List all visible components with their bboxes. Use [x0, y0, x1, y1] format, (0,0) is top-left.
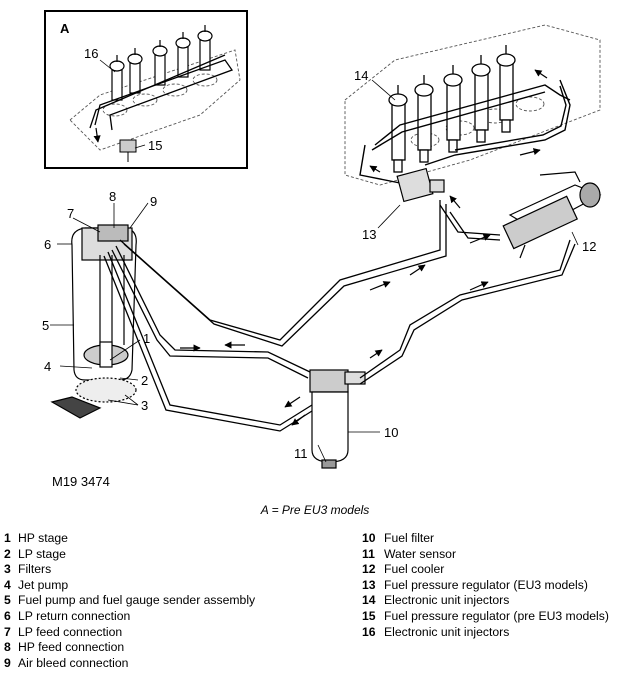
- legend-text: Fuel pressure regulator (EU3 models): [384, 577, 588, 592]
- legend-item: 12 Fuel cooler: [362, 562, 609, 578]
- callout-7: 7: [67, 206, 74, 221]
- legend-text: Fuel pump and fuel gauge sender assembly: [18, 593, 256, 608]
- fuel-lines: [103, 200, 576, 432]
- legend-item: 4 Jet pump: [4, 578, 255, 594]
- legend-num: 14: [362, 593, 376, 608]
- callout-2: 2: [141, 373, 148, 388]
- legend-item: 11 Water sensor: [362, 547, 609, 563]
- legend-left: 1 HP stage 2 LP stage 3 Filters 4 Jet pump 5…: [4, 531, 255, 671]
- legend-num: 2: [4, 546, 11, 561]
- inset-regulator: [119, 139, 137, 162]
- legend-text: Electronic unit injectors: [384, 593, 510, 608]
- legend-num: 16: [362, 624, 376, 639]
- legend-item: 9 Air bleed connection: [4, 656, 255, 672]
- inset-cylinder-head: [69, 49, 241, 151]
- callout-16: 16: [84, 46, 98, 61]
- inset-fuel-rail: [89, 54, 234, 131]
- callout-8: 8: [109, 189, 116, 204]
- figure-ref: M19 3474: [52, 474, 110, 489]
- fuel-filter: [309, 369, 366, 469]
- legend-num: 15: [362, 608, 376, 623]
- legend-num: 13: [362, 577, 376, 592]
- callout-4: 4: [44, 359, 51, 374]
- legend-num: 11: [362, 546, 375, 561]
- legend-item: 14 Electronic unit injectors: [362, 593, 609, 609]
- inset-injectors: [109, 25, 213, 101]
- legend-text: Filters: [18, 562, 52, 577]
- legend-text: Air bleed connection: [18, 655, 129, 670]
- callout-1: 1: [143, 331, 150, 346]
- legend-num: 4: [4, 577, 11, 592]
- legend-item: 13 Fuel pressure regulator (EU3 models): [362, 578, 609, 594]
- callout-12: 12: [582, 239, 596, 254]
- legend-num: 6: [4, 608, 11, 623]
- callout-10: 10: [384, 425, 398, 440]
- callout-11: 11: [294, 446, 308, 461]
- fuel-pump-assembly: [50, 224, 137, 419]
- callout-13: 13: [362, 227, 376, 242]
- callout-labels: 16 15 14 13 12 10 11 6 7 8 9 5 1 4 2 3 M…: [42, 46, 596, 489]
- injectors-main: [388, 45, 516, 173]
- inset-title: A: [60, 21, 70, 36]
- engine-head: [344, 24, 601, 203]
- legend-text: LP feed connection: [18, 624, 123, 639]
- legend-text: Water sensor: [384, 546, 457, 561]
- legend-num: 5: [4, 593, 11, 608]
- fuel-cooler: [502, 171, 602, 259]
- legend-item: 15 Fuel pressure regulator (pre EU3 model…: [362, 609, 609, 625]
- legend-item: 10 Fuel filter: [362, 531, 609, 547]
- legend-num: 8: [4, 640, 11, 655]
- inset-frame: [44, 10, 248, 169]
- callout-9: 9: [150, 194, 157, 209]
- legend-text: LP stage: [18, 546, 66, 561]
- legend-text: HP stage: [18, 531, 68, 545]
- legend-num: 7: [4, 624, 11, 639]
- inset-pre-eu3: A: [44, 10, 248, 169]
- callout-6: 6: [44, 237, 51, 252]
- legend-text: HP feed connection: [18, 640, 125, 655]
- legend-item: 3 Filters: [4, 562, 255, 578]
- legend-num: 10: [362, 531, 376, 545]
- flow-arrows: [93, 69, 548, 426]
- callout-14: 14: [354, 68, 368, 83]
- legend-item: 5 Fuel pump and fuel gauge sender assembl…: [4, 593, 255, 609]
- legend-text: Electronic unit injectors: [384, 624, 510, 639]
- fuel-system-diagram: A: [42, 10, 602, 489]
- legend-num: 12: [362, 562, 376, 577]
- legend-num: 1: [4, 531, 11, 545]
- legend-text: Fuel pressure regulator (pre EU3 models): [384, 608, 609, 623]
- callout-3: 3: [141, 398, 148, 413]
- main-fuel-rail: [359, 79, 571, 186]
- legend-item: 1 HP stage: [4, 531, 255, 547]
- callout-15: 15: [148, 138, 162, 153]
- legend-item: 7 LP feed connection: [4, 625, 255, 641]
- legend-text: LP return connection: [18, 608, 131, 623]
- legend-num: 9: [4, 655, 11, 670]
- leader-lines: [50, 59, 579, 463]
- figure-caption: A = Pre EU3 models: [260, 503, 370, 517]
- legend-item: 2 LP stage: [4, 547, 255, 563]
- legend-text: Jet pump: [18, 577, 69, 592]
- legend-text: Fuel filter: [384, 531, 435, 545]
- legend-item: 6 LP return connection: [4, 609, 255, 625]
- legend-item: 16 Electronic unit injectors: [362, 625, 609, 641]
- legend-text: Fuel cooler: [384, 562, 445, 577]
- callout-5: 5: [42, 318, 49, 333]
- legend-num: 3: [4, 562, 11, 577]
- legend-right: 10 Fuel filter 11 Water sensor 12 Fuel cool…: [362, 531, 609, 640]
- legend-item: 8 HP feed connection: [4, 640, 255, 656]
- regulator-eu3: [396, 167, 445, 203]
